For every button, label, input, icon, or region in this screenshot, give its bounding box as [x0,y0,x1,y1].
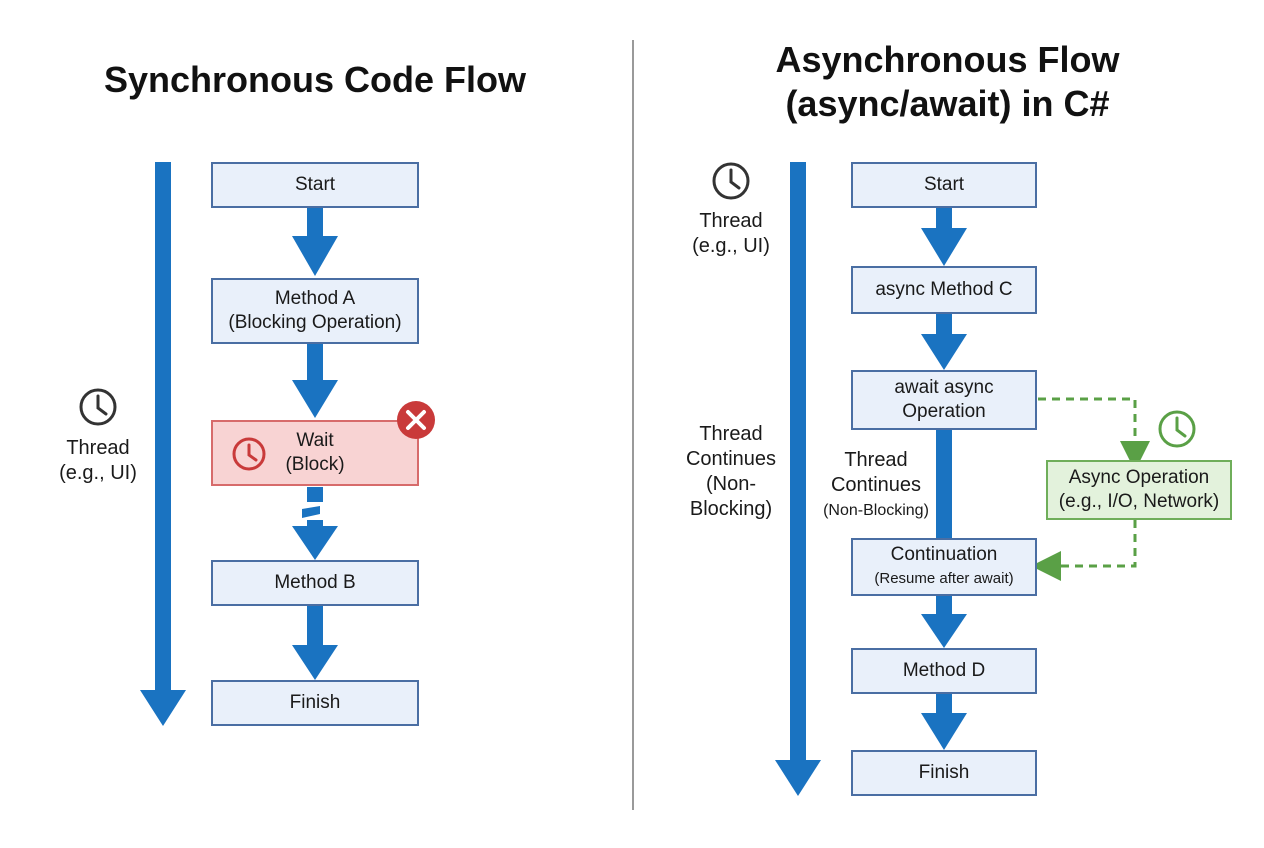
async-finish-box: Finish [851,750,1037,796]
sync-finish-box: Finish [211,680,419,726]
async-inner-line1: Thread [844,449,908,471]
sync-start-box: Start [211,162,419,208]
sync-arrow-wait-to-b [292,487,338,560]
async-await-label: await async [894,377,994,398]
async-await-box: await async Operation [851,370,1037,430]
async-thread-arrow [775,162,821,796]
async-arrow-start-to-c [921,208,967,266]
async-arrow-continuation-to-d [921,596,967,648]
async-thread-continues-outer: Thread Continues (Non- Blocking) [676,422,786,522]
sync-method-b-label: Method B [274,572,356,593]
async-inner-line2: Continues [830,474,922,496]
async-await-sublabel: Operation [902,401,986,422]
wait-clock-icon [231,436,267,472]
sync-thread-label-line1: Thread [66,437,130,459]
async-arrow-c-to-await [921,314,967,370]
sync-wait-sublabel: (Block) [285,454,345,475]
async-outer-line4: Blocking) [689,498,773,520]
async-inner-line3: (Non-Blocking) [823,502,929,519]
async-thread-continues-inner: Thread Continues (Non-Blocking) [814,448,938,523]
async-dashed-path [1031,397,1150,581]
sync-wait-box: Wait (Block) [211,420,419,486]
sync-arrow-b-to-finish [292,605,338,680]
sync-thread-label-line2: (e.g., UI) [59,462,137,484]
async-outer-line2: Continues [685,448,777,470]
async-operation-label: Async Operation [1068,467,1210,488]
async-arrow-d-to-finish [921,693,967,750]
async-method-d-label: Method D [902,660,986,681]
async-method-d-box: Method D [851,648,1037,694]
sync-thread-arrow [140,162,186,726]
async-operation-box: Async Operation (e.g., I/O, Network) [1046,460,1232,520]
async-title-line2: (async/await) in C# [785,83,1110,124]
async-operation-clock-icon [1158,410,1196,448]
async-arrow-await-to-continuation [936,430,952,538]
sync-wait-label: Wait [296,430,334,451]
async-method-c-box: async Method C [851,266,1037,314]
async-outer-line1: Thread [699,423,763,445]
sync-title: Synchronous Code Flow [103,59,526,100]
sync-arrow-start-to-a [292,208,338,276]
async-continuation-sublabel: (Resume after await) [874,570,1014,587]
async-outer-line3: (Non- [705,473,756,495]
async-title-line1: Asynchronous Flow [775,39,1120,80]
sync-method-a-box: Method A (Blocking Operation) [211,278,419,344]
sync-arrow-a-to-wait [292,344,338,418]
sync-thread-label: Thread (e.g., UI) [48,436,148,486]
column-divider [632,40,634,810]
async-finish-label: Finish [918,762,970,783]
sync-method-a-sublabel: (Blocking Operation) [228,312,402,333]
async-thread-label-line2: (e.g., UI) [692,235,770,257]
async-thread-label: Thread (e.g., UI) [681,209,781,259]
async-continuation-box: Continuation (Resume after await) [851,538,1037,596]
sync-thread-clock-icon [79,388,117,426]
close-icon [396,400,436,440]
async-thread-label-line1: Thread [699,210,763,232]
async-thread-clock-icon [712,162,750,200]
sync-finish-label: Finish [289,692,341,713]
async-continuation-label: Continuation [890,544,998,565]
async-method-c-label: async Method C [875,279,1013,300]
sync-method-b-box: Method B [211,560,419,606]
async-operation-sublabel: (e.g., I/O, Network) [1058,491,1220,512]
async-start-label: Start [923,174,965,195]
async-start-box: Start [851,162,1037,208]
sync-method-a-label: Method A [274,288,356,309]
async-title: Asynchronous Flow (async/await) in C# [680,38,1215,126]
sync-start-label: Start [294,174,336,195]
